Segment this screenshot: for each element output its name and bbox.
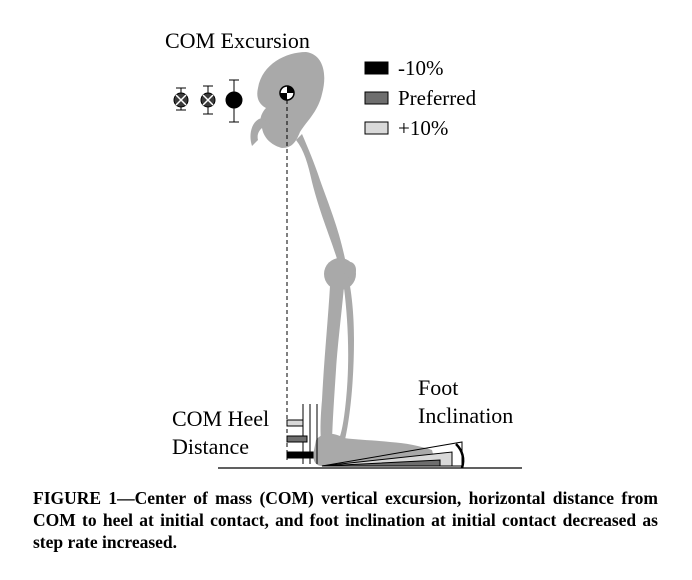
excursion-marker-plus10	[173, 87, 189, 111]
leg-skeleton	[250, 52, 434, 466]
legend-label-minus10: -10%	[398, 56, 444, 80]
figure-caption: FIGURE 1—Center of mass (COM) vertical e…	[33, 488, 658, 552]
com-excursion-markers	[173, 79, 243, 123]
com-heel-label-line1: COM Heel	[172, 406, 270, 431]
inclination-arc	[455, 443, 465, 469]
ilium-hook	[250, 118, 270, 146]
foot-inclination-label-line1: Foot	[418, 375, 459, 400]
com-excursion-title: COM Excursion	[165, 28, 310, 53]
inclination-wedge-inner	[321, 459, 441, 467]
heel-bar-minus10	[286, 451, 314, 459]
foot-inclination-wedges	[321, 441, 465, 469]
legend-label-preferred: Preferred	[398, 86, 477, 110]
legend-swatch-preferred	[364, 91, 389, 105]
femur-bone	[296, 134, 346, 264]
legend-swatch-minus10	[364, 61, 389, 75]
foot-inclination-label-line2: Inclination	[418, 403, 514, 428]
patella	[344, 262, 356, 278]
legend-label-plus10: +10%	[398, 116, 449, 140]
excursion-marker-preferred	[200, 85, 216, 115]
com-heel-label-line2: Distance	[172, 434, 249, 459]
com-heel-distance-bars	[286, 404, 318, 464]
com-marker	[279, 85, 295, 101]
fibula-bone	[338, 286, 354, 444]
excursion-marker-minus10	[225, 79, 243, 123]
legend-swatch-plus10	[364, 121, 389, 135]
pelvis-shape	[257, 52, 325, 148]
heel-bar-preferred	[286, 435, 308, 443]
legend-swatches	[364, 61, 389, 135]
heel-bar-plus10	[286, 419, 304, 427]
tibia-bone	[320, 286, 344, 448]
